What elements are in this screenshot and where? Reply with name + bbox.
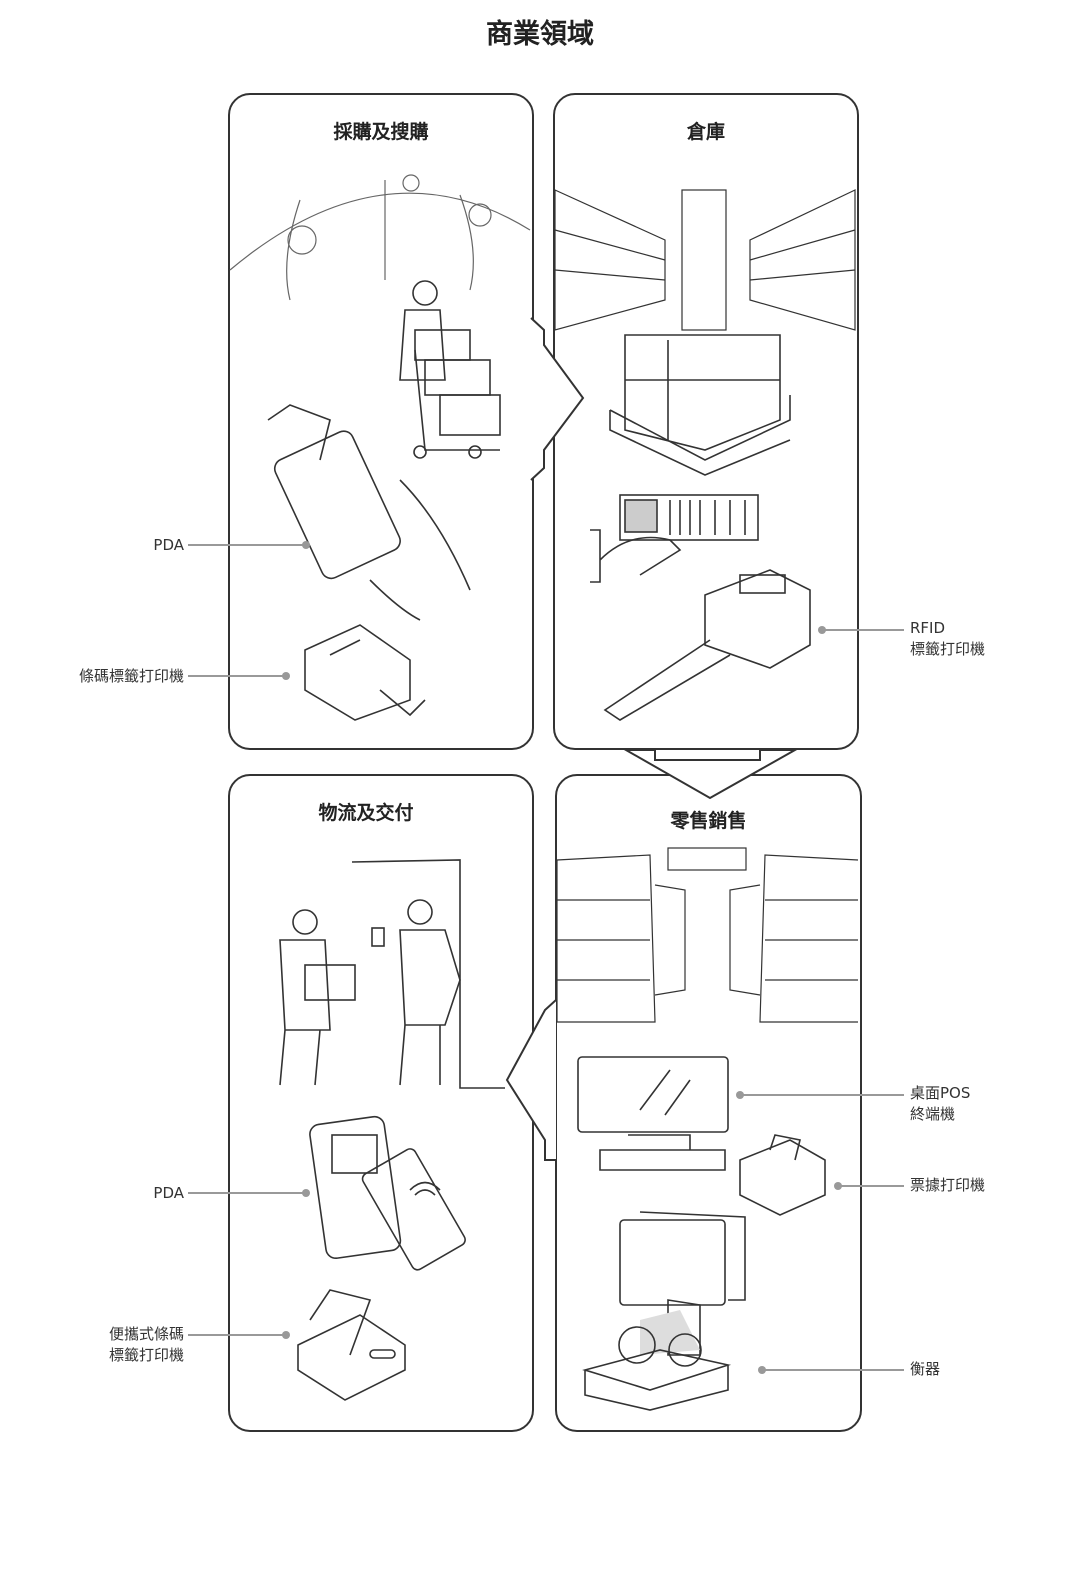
page-title: 商業領域 — [486, 19, 594, 50]
arrow-right-icon — [530, 317, 585, 481]
pda-device-icon — [267, 404, 471, 621]
label-line: 終端機 — [910, 1105, 956, 1123]
rfid-label-hand-icon — [590, 494, 759, 583]
pallet-boxes-icon — [609, 334, 791, 476]
label-line: 便攜式條碼 — [108, 1325, 184, 1343]
worker-handtruck-icon — [399, 280, 501, 459]
callout-line — [822, 629, 904, 631]
callout-dot — [302, 541, 310, 549]
callout-line — [188, 544, 306, 546]
retail-shelves-icon — [556, 847, 859, 1023]
portable-printer-icon — [297, 1289, 406, 1401]
panel-title: 倉庫 — [686, 121, 725, 143]
callout-line — [740, 1094, 904, 1096]
label-pda-procurement: PDA — [153, 536, 184, 554]
warehouse-racks-icon — [554, 189, 856, 331]
callout-line — [188, 675, 286, 677]
pos-terminal-icon — [577, 1056, 729, 1171]
panel-title: 物流及交付 — [318, 802, 414, 824]
panel-retail: 零售銷售 — [555, 774, 862, 1432]
label-rfid-printer: RFID 標籤打印機 — [910, 618, 985, 660]
label-line: 標籤打印機 — [910, 640, 986, 658]
panel-warehouse: 倉庫 — [553, 93, 859, 750]
label-receipt-printer: 票據打印機 — [910, 1176, 986, 1194]
rfid-printer-icon — [603, 569, 811, 721]
delivery-handover-icon — [279, 859, 505, 1089]
label-line: 標籤打印機 — [108, 1346, 184, 1364]
panel-logistics: 物流及交付 — [228, 774, 534, 1432]
arrow-down-icon — [622, 749, 799, 800]
panel-title: 零售銷售 — [670, 810, 747, 832]
callout-dot — [302, 1189, 310, 1197]
callout-line — [188, 1334, 286, 1336]
callout-line — [762, 1369, 904, 1371]
globe-map-icon — [229, 174, 531, 301]
callout-dot — [282, 1331, 290, 1339]
label-scale: 衡器 — [910, 1360, 941, 1378]
barcode-printer-icon — [304, 624, 426, 721]
receipt-printer-icon — [739, 1134, 826, 1216]
pda-nfc-icon — [309, 1115, 466, 1271]
label-pda-logistics: PDA — [153, 1184, 184, 1202]
callout-line — [188, 1192, 306, 1194]
arrow-left-icon — [505, 999, 557, 1161]
label-barcode-printer: 條碼標籤打印機 — [78, 667, 184, 685]
label-portable-printer: 便攜式條碼標籤打印機 — [60, 1324, 184, 1366]
label-pos-terminal: 桌面POS 終端機 — [910, 1083, 970, 1125]
panel-title: 採購及搜購 — [333, 121, 429, 143]
label-line: RFID — [910, 619, 946, 637]
callout-dot — [282, 672, 290, 680]
label-line: 桌面POS — [910, 1084, 971, 1102]
callout-line — [838, 1185, 904, 1187]
weighing-scale-icon — [582, 1211, 746, 1411]
